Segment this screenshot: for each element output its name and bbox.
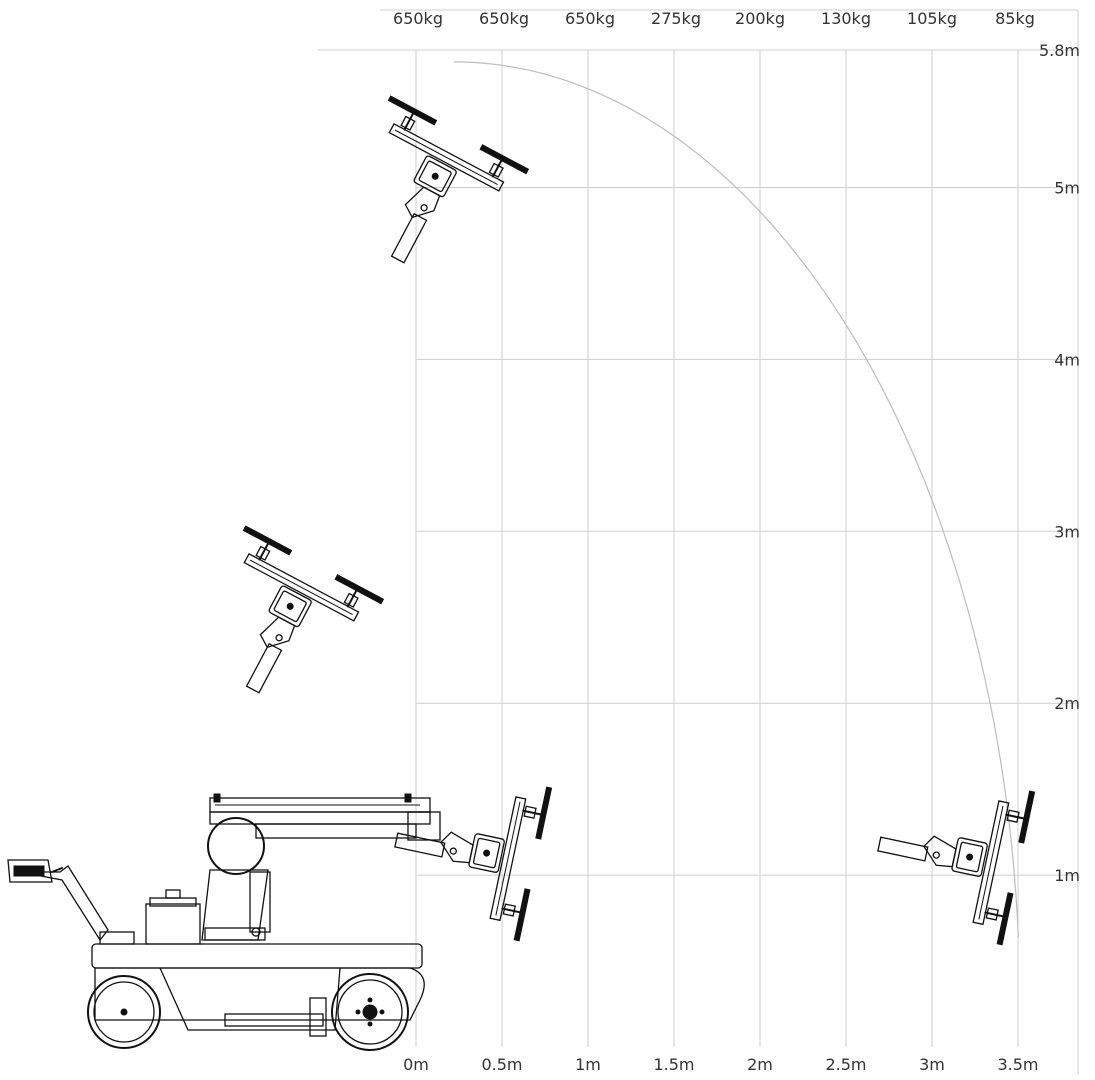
telescopic-boom <box>209 793 441 841</box>
vacuum-head-top-raised <box>323 95 530 295</box>
x-tick-label: 2.5m <box>825 1055 866 1074</box>
front-wheel <box>331 973 409 1051</box>
capacity-label: 650kg <box>393 9 443 28</box>
tiller-handle <box>7 859 109 942</box>
x-tick-label: 0.5m <box>481 1055 522 1074</box>
capacity-labels: 650kg 650kg 650kg 275kg 200kg 130kg 105kg 85kg <box>393 9 1035 28</box>
vacuum-head-lower-far <box>863 761 1036 946</box>
reach-arc <box>453 61 1019 938</box>
x-tick-label: 1.5m <box>653 1055 694 1074</box>
rear-wheel <box>87 975 161 1049</box>
capacity-label: 105kg <box>907 9 957 28</box>
capacity-label: 200kg <box>735 9 785 28</box>
y-tick-label: 1m <box>1054 866 1080 885</box>
capacity-label: 85kg <box>995 9 1035 28</box>
battery-box <box>145 889 201 945</box>
x-tick-label: 3m <box>919 1055 945 1074</box>
vacuum-head-mid-raised <box>178 525 385 725</box>
y-tick-label: 5.8m <box>1039 41 1080 60</box>
x-axis-labels: 0m 0.5m 1m 1.5m 2m 2.5m 3m 3.5m <box>403 1055 1038 1074</box>
grid-lines <box>318 9 1079 1075</box>
x-tick-label: 3.5m <box>997 1055 1038 1074</box>
x-tick-label: 0m <box>403 1055 429 1074</box>
x-tick-label: 1m <box>575 1055 601 1074</box>
lifting-machine <box>7 793 441 1051</box>
y-axis-labels: 1m 2m 3m 4m 5m 5.8m <box>1039 41 1080 885</box>
y-tick-label: 3m <box>1054 522 1080 541</box>
capacity-label: 275kg <box>651 9 701 28</box>
y-tick-label: 5m <box>1054 179 1080 198</box>
y-tick-label: 2m <box>1054 694 1080 713</box>
capacity-label: 650kg <box>565 9 615 28</box>
vacuum-head-lower-near <box>380 757 553 942</box>
capacity-label: 130kg <box>821 9 871 28</box>
y-tick-label: 4m <box>1054 350 1080 369</box>
capacity-label: 650kg <box>479 9 529 28</box>
mast <box>201 817 271 941</box>
x-tick-label: 2m <box>747 1055 773 1074</box>
